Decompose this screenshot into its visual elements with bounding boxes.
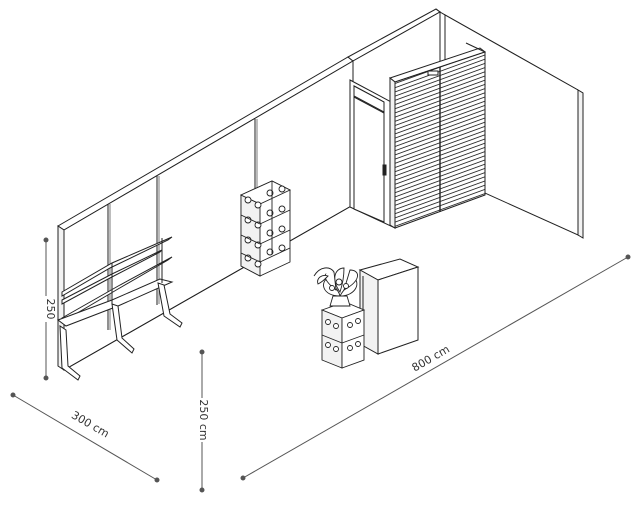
dim-label-height-left-text: 250 (44, 299, 57, 320)
storage-room-slatted (388, 42, 487, 229)
dim-label-height-text: 250 cm (197, 399, 210, 440)
wall-shelving (56, 236, 183, 381)
dim-label-width: 300 cm (65, 404, 115, 442)
reception-counter (358, 258, 420, 355)
plant-icon (313, 267, 358, 307)
dim-label-height-left: 250 (39, 296, 57, 322)
plant-pedestal (320, 301, 366, 369)
hex-display-tower (239, 180, 292, 277)
dim-label-length: 800 cm (407, 341, 455, 377)
dim-label-width-text: 300 cm (69, 409, 111, 441)
dim-label-height: 250 cm (195, 398, 210, 442)
door-handle-icon (382, 164, 387, 176)
